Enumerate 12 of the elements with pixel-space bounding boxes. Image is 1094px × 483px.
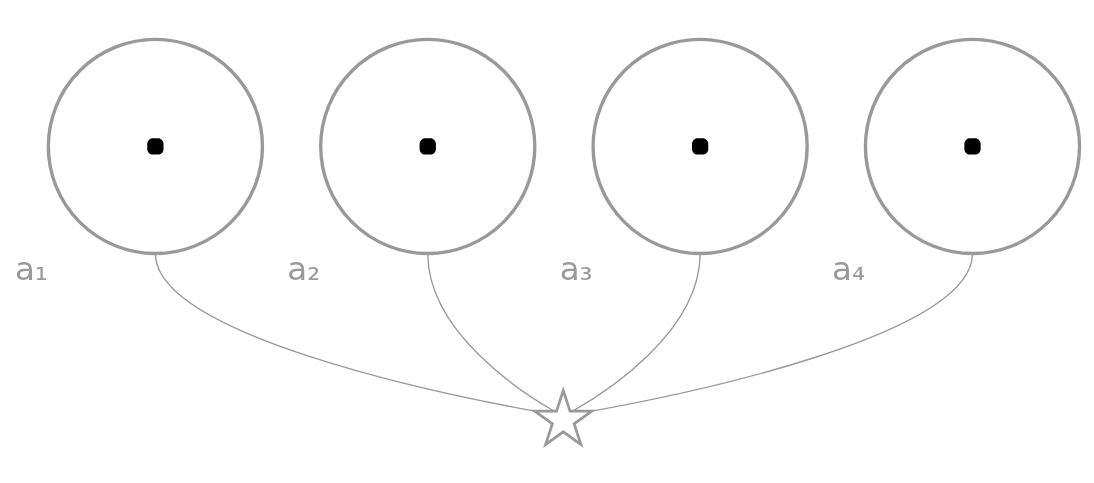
node-label: a₁ <box>14 249 48 288</box>
node-circle <box>319 37 537 255</box>
connector <box>154 252 536 412</box>
node-label: a₄ <box>832 249 865 288</box>
node-label: a₂ <box>287 249 321 288</box>
connector <box>572 252 701 412</box>
connector <box>591 252 974 412</box>
node-circle <box>863 37 1082 255</box>
connector <box>427 252 555 412</box>
node-label: a₃ <box>559 249 593 288</box>
node-circle <box>591 37 809 255</box>
node-circle <box>46 37 265 255</box>
